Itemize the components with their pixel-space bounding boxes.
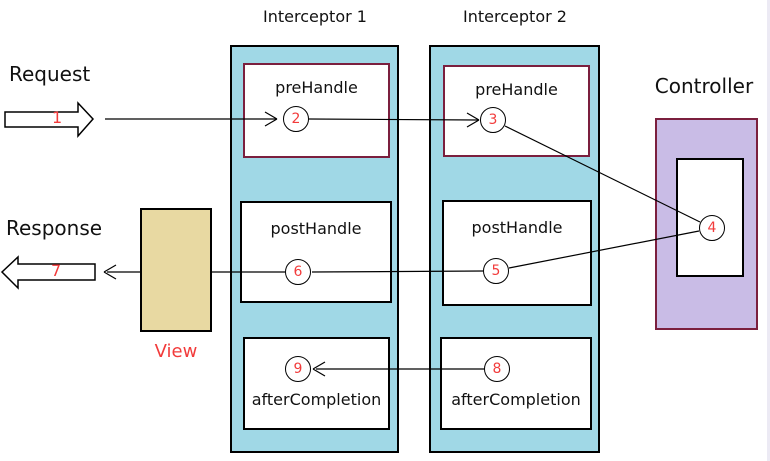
response-arrow bbox=[0, 255, 96, 290]
interceptor2-aftercompletion-box: afterCompletion bbox=[440, 337, 592, 430]
aftercompletion-label: afterCompletion bbox=[451, 390, 581, 409]
prehandle-label: preHandle bbox=[475, 80, 558, 99]
interceptor1-posthandle-box: postHandle bbox=[240, 201, 392, 303]
arrowhead-into-response bbox=[103, 264, 117, 280]
request-arrow bbox=[4, 101, 95, 138]
prehandle-label: preHandle bbox=[275, 78, 358, 97]
interceptor2-posthandle-box: postHandle bbox=[442, 200, 592, 306]
response-label: Response bbox=[6, 216, 103, 240]
interceptor2-title: Interceptor 2 bbox=[463, 7, 567, 26]
posthandle-label: postHandle bbox=[471, 218, 563, 237]
step-circle-2: 2 bbox=[283, 106, 309, 132]
interceptor2-prehandle-box: preHandle bbox=[443, 65, 590, 157]
step-circle-5: 5 bbox=[483, 258, 509, 284]
step-circle-4: 4 bbox=[699, 215, 725, 241]
view-box bbox=[140, 208, 212, 332]
controller-label: Controller bbox=[654, 74, 754, 98]
request-label: Request bbox=[9, 62, 91, 86]
step-circle-8: 8 bbox=[484, 356, 510, 382]
screen-edge bbox=[767, 0, 770, 461]
interceptor1-prehandle-box: preHandle bbox=[243, 63, 390, 158]
step-circle-9: 9 bbox=[285, 356, 311, 382]
step-circle-3: 3 bbox=[480, 107, 506, 133]
step-circle-6: 6 bbox=[285, 259, 311, 285]
step-number-7: 7 bbox=[51, 261, 62, 280]
aftercompletion-label: afterCompletion bbox=[251, 390, 382, 409]
posthandle-label: postHandle bbox=[270, 219, 362, 238]
step-number-1: 1 bbox=[52, 108, 63, 127]
interceptor1-title: Interceptor 1 bbox=[263, 7, 367, 26]
interceptor1-aftercompletion-box: afterCompletion bbox=[243, 337, 390, 430]
view-label: View bbox=[154, 341, 198, 362]
